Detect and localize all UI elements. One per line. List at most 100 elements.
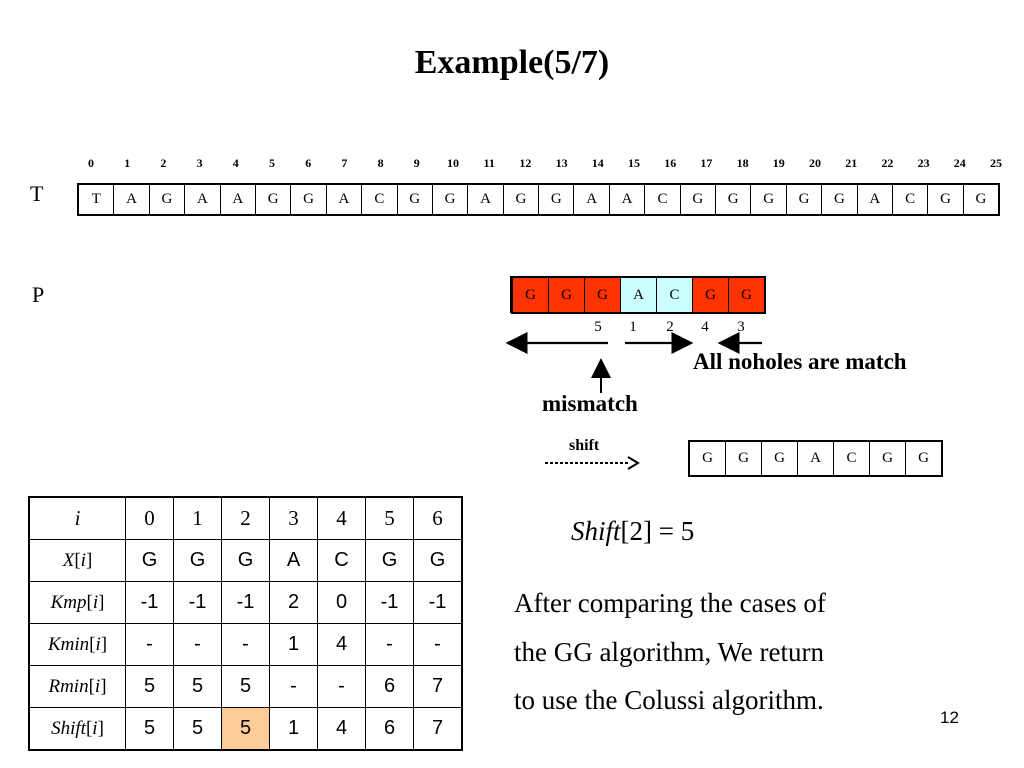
text-index: 12 xyxy=(519,156,532,170)
row-label-name: Kmp xyxy=(50,591,87,613)
slide-title: Example(5/7) xyxy=(414,44,610,81)
text-index: 5 xyxy=(269,156,275,170)
table-cell: G xyxy=(221,539,270,582)
text-cell: T xyxy=(77,183,115,216)
text-cell: G xyxy=(396,183,433,216)
text-index: 2 xyxy=(160,156,167,170)
text-index: 11 xyxy=(483,156,495,170)
text-index: 6 xyxy=(305,156,312,170)
table-cell: 5 xyxy=(221,707,270,751)
row-label-index: i xyxy=(92,591,99,613)
order-number: 2 xyxy=(666,319,674,335)
table-cell: - xyxy=(125,623,174,666)
text-index: 25 xyxy=(990,156,1002,170)
order-number: 5 xyxy=(594,319,602,335)
shift-equation-value: [2] = 5 xyxy=(620,516,695,546)
table-row-label: Kmp[i] xyxy=(28,581,126,624)
row-label-index: i xyxy=(92,717,98,739)
table-cell: 1 xyxy=(269,623,318,666)
text-cell: G xyxy=(750,183,787,216)
shifted-pattern-cell: G xyxy=(761,440,798,477)
pattern-cell: A xyxy=(620,276,657,314)
table-row-label: Shift[i] xyxy=(28,707,126,751)
row-label-name: Kmin xyxy=(47,633,90,655)
table-cell: 6 xyxy=(365,707,414,751)
text-index: 16 xyxy=(664,156,677,170)
text-index: 20 xyxy=(809,156,821,170)
text-index: 0 xyxy=(88,156,94,170)
table-cell: G xyxy=(173,539,222,582)
table-cell: - xyxy=(365,623,414,666)
row-label-name: Shift xyxy=(51,717,86,739)
table-header-label: i xyxy=(28,496,126,540)
text-cell: G xyxy=(962,183,1000,216)
table-cell: - xyxy=(221,623,270,666)
table-cell: 6 xyxy=(413,496,463,540)
text-index: 22 xyxy=(881,156,894,170)
pattern-cell: G xyxy=(511,276,549,314)
table-cell: 4 xyxy=(317,623,366,666)
text-index: 23 xyxy=(917,156,930,170)
text-cell: G xyxy=(538,183,575,216)
text-index: 4 xyxy=(232,156,239,170)
shift-annotation: shift xyxy=(569,437,600,454)
text-cell: A xyxy=(184,183,221,216)
row-label-index: i xyxy=(80,549,86,571)
pattern-cell: C xyxy=(656,276,693,314)
table-cell: 7 xyxy=(413,707,463,751)
table-cell: 2 xyxy=(221,496,270,540)
text-index: 10 xyxy=(447,156,459,170)
table-cell: C xyxy=(317,539,366,582)
row-label-name: X xyxy=(62,549,75,571)
table-cell: 1 xyxy=(173,496,222,540)
table-cell: 1 xyxy=(269,707,318,751)
table-cell: -1 xyxy=(125,581,174,624)
table-cell: - xyxy=(269,665,318,708)
row-label-name: Rmin xyxy=(48,675,89,697)
text-index: 9 xyxy=(413,156,420,170)
table-cell: 7 xyxy=(413,665,463,708)
table-cell: - xyxy=(317,665,366,708)
row-label-index: i xyxy=(95,633,101,655)
table-cell: -1 xyxy=(365,581,414,624)
text-index: 17 xyxy=(700,156,713,170)
table-cell: 5 xyxy=(365,496,414,540)
mismatch-annotation: mismatch xyxy=(542,391,638,416)
table-cell: 2 xyxy=(269,581,318,624)
table-cell: G xyxy=(365,539,414,582)
order-number: 1 xyxy=(629,319,637,335)
table-cell: 0 xyxy=(317,581,366,624)
order-number: 3 xyxy=(737,319,745,335)
table-cell: -1 xyxy=(413,581,463,624)
table-row-label: Rmin[i] xyxy=(28,665,126,708)
table-cell: 3 xyxy=(269,496,318,540)
table-cell: -1 xyxy=(173,581,222,624)
shifted-pattern-cell: C xyxy=(833,440,870,477)
text-index: 21 xyxy=(845,156,858,170)
shifted-pattern-cell: G xyxy=(688,440,726,477)
table-row-label: X[i] xyxy=(28,539,126,582)
pattern-cell: G xyxy=(728,276,766,314)
text-cell: A xyxy=(325,183,363,216)
table-cell: 5 xyxy=(125,707,174,751)
text-index: 13 xyxy=(555,156,568,170)
table-cell: 5 xyxy=(173,707,222,751)
table-cell: 5 xyxy=(125,665,174,708)
text-cell: G xyxy=(927,183,964,216)
text-cell: G xyxy=(290,183,327,216)
table-cell: 5 xyxy=(173,665,222,708)
paragraph-line-3: to use the Colussi algorithm. xyxy=(514,685,824,715)
text-label: T xyxy=(30,181,44,206)
text-cell: A xyxy=(608,183,646,216)
table-cell: 0 xyxy=(125,496,174,540)
text-index: 1 xyxy=(124,156,131,170)
text-index: 7 xyxy=(341,156,348,170)
text-cell: G xyxy=(148,183,186,216)
